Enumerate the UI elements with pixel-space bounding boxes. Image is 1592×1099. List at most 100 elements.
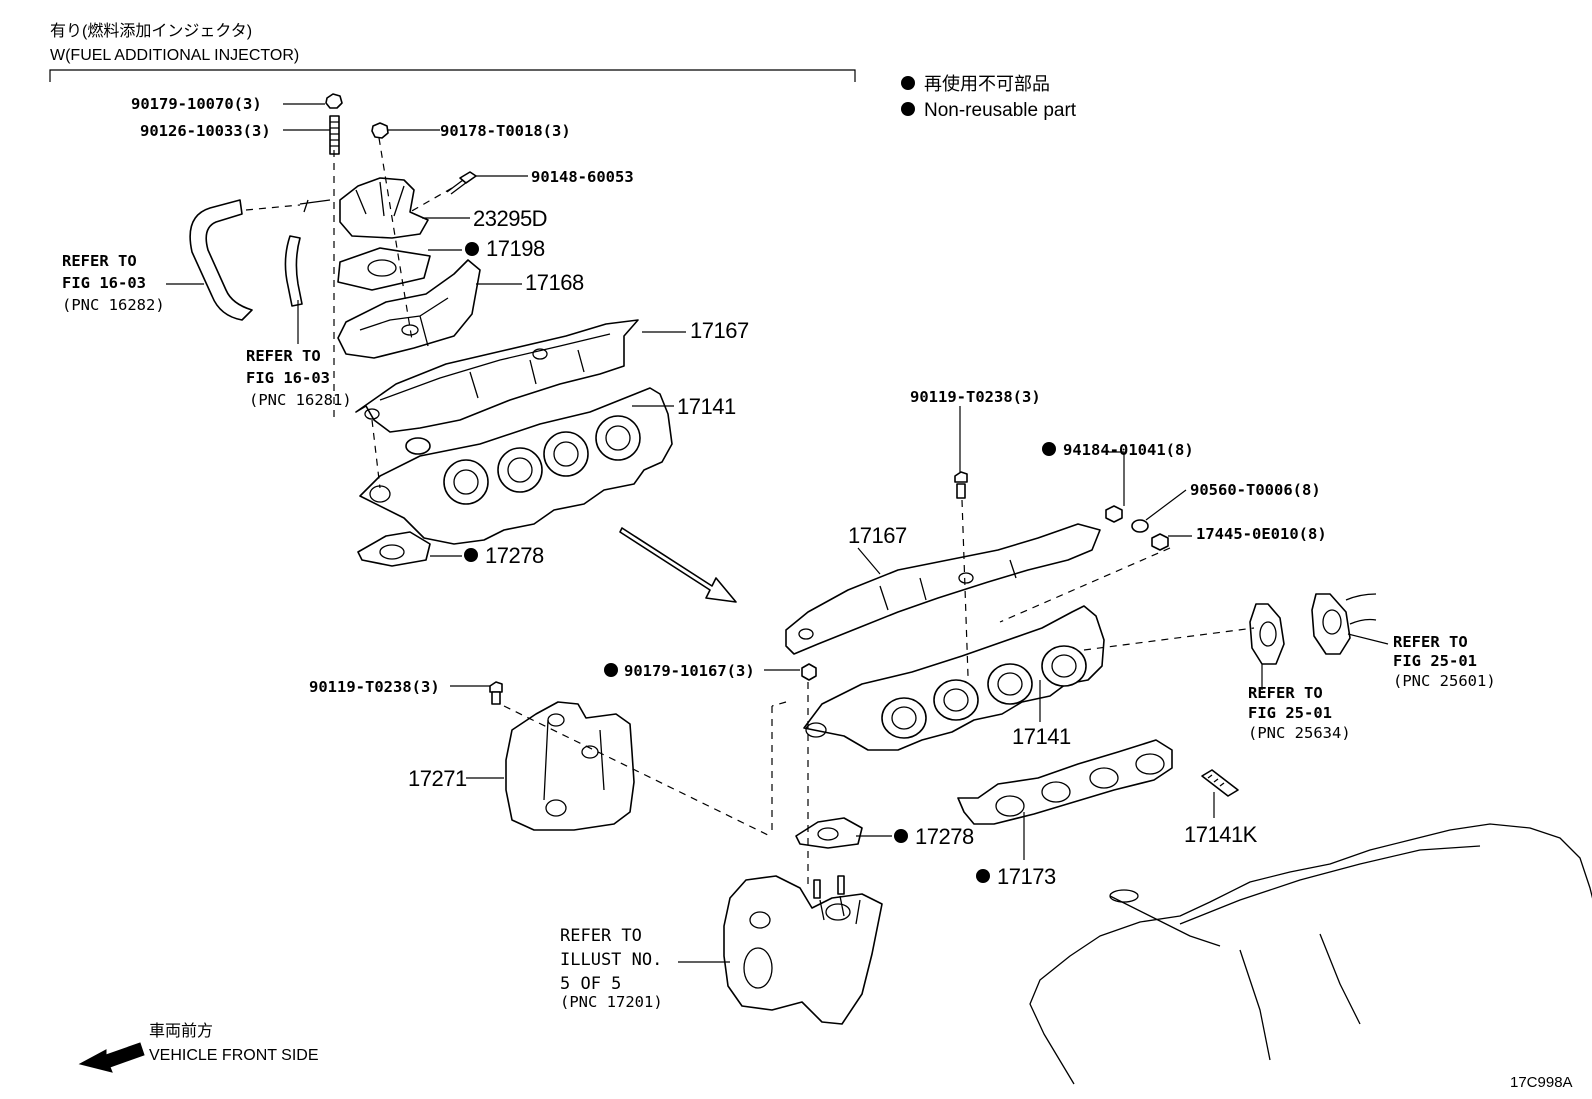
part-callout-90560-T0006: 90560-T0006(8) — [1190, 481, 1321, 499]
turbocharger-part — [723, 875, 883, 1025]
refer-line: REFER TO — [246, 347, 321, 365]
alignment-line — [371, 419, 381, 489]
variant-label-en: W(FUEL ADDITIONAL INJECTOR) — [50, 47, 299, 64]
part-callout-17271: 17271 — [408, 766, 467, 791]
alignment-line — [961, 499, 969, 677]
legend-text-jp: 再使用不可部品 — [924, 74, 1050, 94]
leader-line — [1347, 633, 1389, 645]
exhaust-manifold-part — [803, 605, 1105, 751]
refer-block-pnc-25601: REFER TO FIG 25-01 (PNC 25601) — [1393, 633, 1496, 690]
legend-dot-en — [901, 102, 915, 116]
nut-part — [1151, 533, 1169, 551]
gasket-part — [337, 247, 431, 291]
refer-block-pnc-25634: REFER TO FIG 25-01 (PNC 25634) — [1248, 684, 1351, 742]
part-callout-90179-10070: 90179-10070(3) — [131, 95, 262, 113]
alignment-line — [771, 701, 787, 707]
injector-bracket-part — [299, 177, 429, 239]
vehicle-front-arrow-icon — [78, 1042, 145, 1073]
refer-line: (PNC 25601) — [1393, 672, 1496, 690]
part-callout-94184-01041: 94184-01041(8) — [1063, 441, 1194, 459]
nut-part — [1105, 505, 1123, 523]
part-callout-17141: 17141 — [1012, 724, 1071, 749]
leader-line — [857, 547, 881, 575]
nut-part — [371, 122, 389, 139]
non-reusable-marker — [464, 548, 478, 562]
part-callout-17167: 17167 — [848, 523, 907, 548]
part-callout-90119-T0238: 90119-T0238(3) — [309, 678, 440, 696]
legend-dot-jp — [901, 76, 915, 90]
leader-line — [1145, 489, 1187, 521]
stud-part — [329, 115, 340, 155]
vehicle-front-label-en: VEHICLE FRONT SIDE — [149, 1047, 319, 1064]
non-reusable-marker — [604, 663, 618, 677]
hose-part — [284, 235, 303, 307]
pipe-gasket-part — [1311, 593, 1377, 655]
turbo-heat-insulator-part — [505, 701, 635, 831]
part-callout-90119-T0238: 90119-T0238(3) — [910, 388, 1041, 406]
refer-line: FIG 25-01 — [1248, 704, 1332, 722]
refer-block-pnc-17201: REFER TO ILLUST NO. 5 OF 5 (PNC 17201) — [560, 926, 663, 1011]
refer-line: FIG 25-01 — [1393, 652, 1477, 670]
refer-line: 5 OF 5 — [560, 974, 621, 994]
part-callout-90126-10033: 90126-10033(3) — [140, 122, 271, 140]
hose-part — [189, 199, 253, 321]
refer-line: (PNC 17201) — [560, 993, 663, 1011]
heat-insulator-part — [785, 523, 1101, 655]
non-reusable-marker — [1042, 442, 1056, 456]
engine-block-outline — [1029, 823, 1592, 1085]
alignment-line — [1083, 627, 1255, 651]
refer-line: REFER TO — [560, 926, 642, 946]
nut-part — [325, 93, 343, 109]
alignment-line — [503, 705, 771, 837]
part-callout-17278: 17278 — [915, 824, 974, 849]
washer-part — [1131, 519, 1149, 533]
part-callout-23295D: 23295D — [473, 206, 547, 231]
bolt-part — [489, 681, 503, 705]
assembly-direction-arrow — [619, 527, 737, 603]
bolt-part — [446, 171, 477, 195]
part-callout-90179-10167: 90179-10167(3) — [624, 662, 755, 680]
gasket-part — [795, 817, 863, 849]
alignment-line — [409, 187, 453, 213]
heat-insulator-part — [355, 319, 639, 433]
gasket-part — [357, 531, 431, 567]
non-reusable-marker — [894, 829, 908, 843]
manifold-gasket-part — [957, 739, 1173, 825]
variant-bracket — [49, 69, 856, 82]
refer-block-pnc-16282: REFER TO FIG 16-03 (PNC 16282) — [62, 252, 165, 314]
part-callout-17198: 17198 — [486, 236, 545, 261]
refer-line: REFER TO — [1393, 633, 1468, 651]
vehicle-front-label-jp: 車両前方 — [149, 1022, 213, 1040]
part-callout-17167: 17167 — [690, 318, 749, 343]
bolt-part — [954, 471, 968, 499]
refer-line: (PNC 16282) — [62, 296, 165, 314]
part-callout-17173: 17173 — [997, 864, 1056, 889]
leader-line — [1102, 451, 1125, 506]
refer-line: (PNC 16281) — [249, 391, 352, 409]
refer-line: ILLUST NO. — [560, 950, 662, 970]
part-callout-17168: 17168 — [525, 270, 584, 295]
part-callout-17141K: 17141K — [1184, 822, 1258, 847]
part-callout-90178-T0018: 90178-T0018(3) — [440, 122, 571, 140]
non-reusable-marker — [976, 869, 990, 883]
part-callout-17141: 17141 — [677, 394, 736, 419]
refer-line: (PNC 25634) — [1248, 724, 1351, 742]
stud-part — [1201, 769, 1239, 797]
nut-part — [801, 663, 817, 681]
variant-label-jp: 有り(燃料添加インジェクタ) — [50, 22, 252, 40]
heat-insulator-part — [337, 259, 481, 359]
non-reusable-marker — [465, 242, 479, 256]
alignment-line — [245, 204, 301, 211]
refer-line: FIG 16-03 — [246, 369, 330, 387]
exhaust-manifold-part — [359, 387, 673, 545]
alignment-line — [999, 547, 1171, 623]
refer-line: REFER TO — [1248, 684, 1323, 702]
refer-line: FIG 16-03 — [62, 274, 146, 292]
refer-line: REFER TO — [62, 252, 137, 270]
part-callout-17445-0E010: 17445-0E010(8) — [1196, 525, 1327, 543]
part-callout-90148-60053: 90148-60053 — [531, 168, 634, 186]
figure-code: 17C998A — [1510, 1074, 1573, 1091]
refer-block-pnc-16281: REFER TO FIG 16-03 (PNC 16281) — [246, 347, 352, 409]
legend-text-en: Non-reusable part — [924, 100, 1077, 121]
